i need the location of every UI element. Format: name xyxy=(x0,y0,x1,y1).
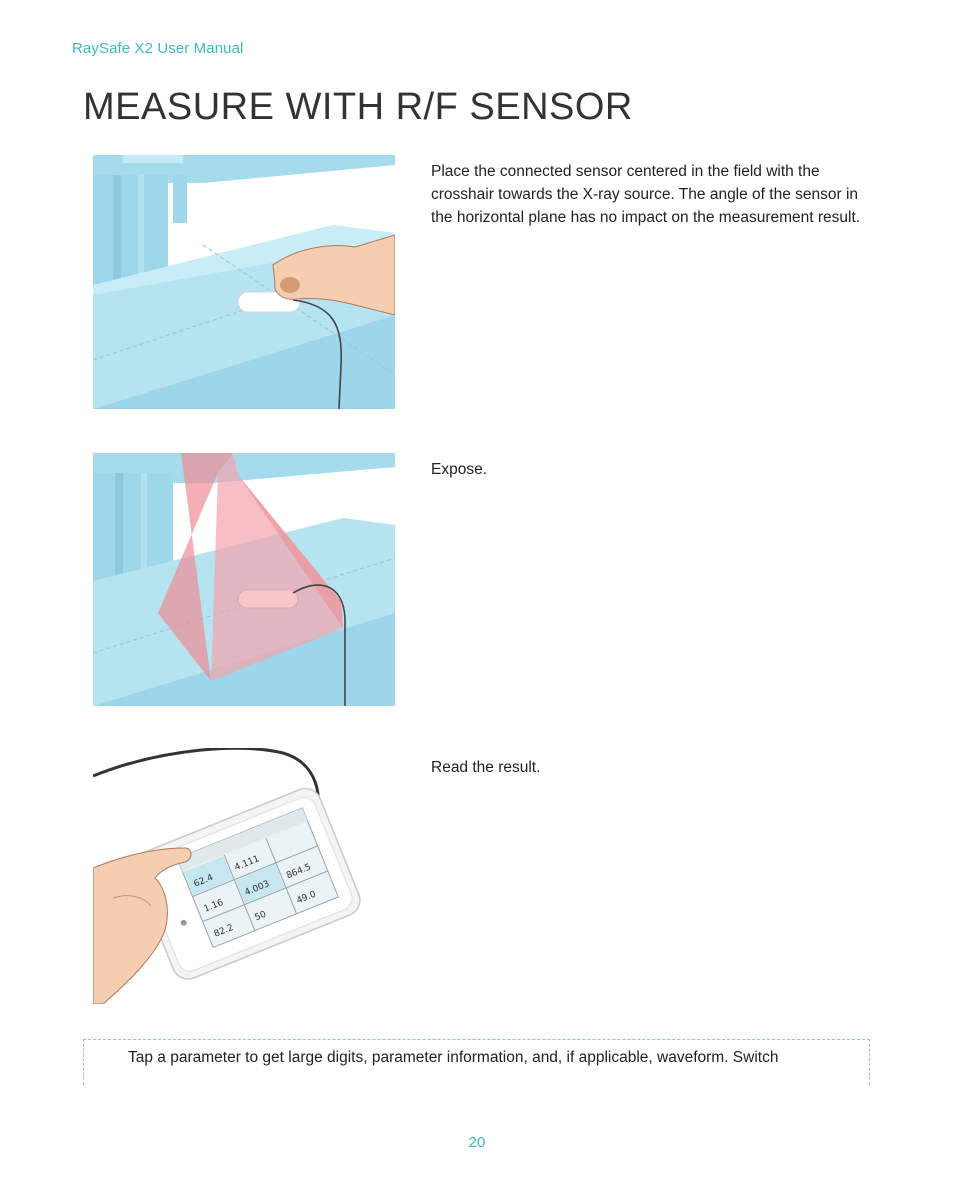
device-reading-illustration: 62.4 4.111 1.16 4.003 864.5 82.2 50 49.0 xyxy=(93,748,395,1004)
step-3-text: Read the result. xyxy=(431,759,541,776)
page-title: MEASURE WITH R/F SENSOR xyxy=(83,86,633,128)
device-reading[interactable]: 50 xyxy=(253,910,268,924)
step-2-text: Expose. xyxy=(431,461,488,478)
note-text: Tap a parameter to get large digits, par… xyxy=(128,1049,779,1066)
exposure-illustration xyxy=(93,453,395,706)
sensor-placement-illustration xyxy=(93,155,395,409)
manual-header: RaySafe X2 User Manual xyxy=(72,40,244,57)
note-box xyxy=(83,1039,870,1085)
page-number: 20 xyxy=(468,1134,486,1151)
step-1-text: Place the connected sensor centered in t… xyxy=(431,163,861,226)
